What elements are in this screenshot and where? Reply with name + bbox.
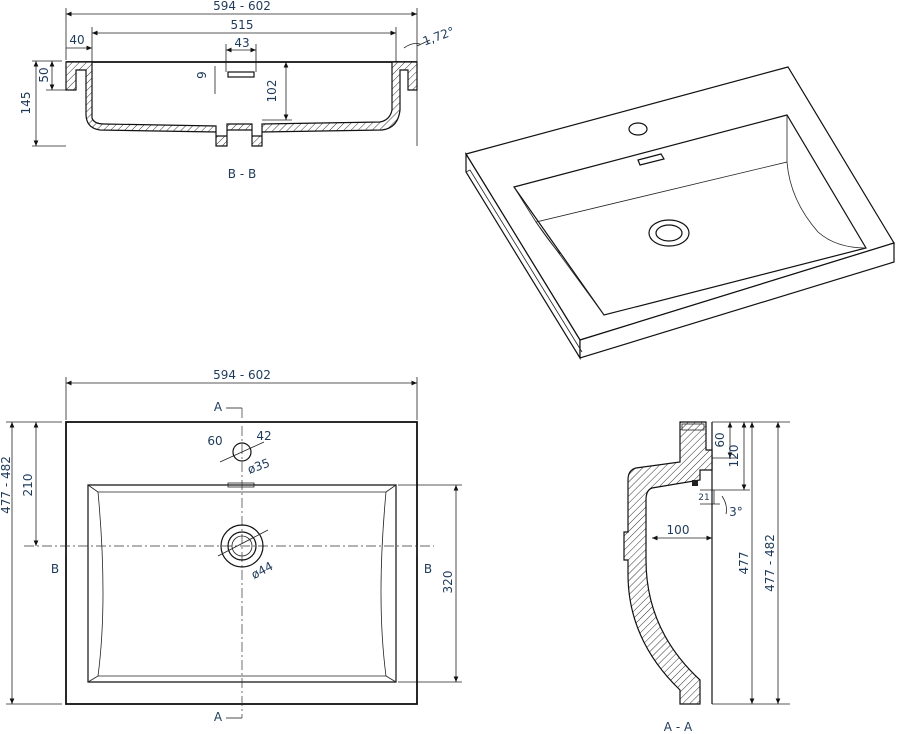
aa-angle: 3° <box>729 505 743 519</box>
aa-total: 477 - 482 <box>763 534 777 592</box>
cut-b-left: B <box>51 562 59 576</box>
bb-inner-width: 515 <box>231 18 254 32</box>
cut-a-bottom: A <box>214 710 223 724</box>
aa-section-title: A - A <box>664 720 693 734</box>
cut-a-top: A <box>214 400 223 414</box>
bb-rim-width: 40 <box>69 33 84 47</box>
top-total-depth: 477 - 482 <box>0 456 13 514</box>
top-to-bowl: 210 <box>21 474 35 497</box>
bb-slope: 1,72° <box>421 24 457 48</box>
bb-section-title: B - B <box>228 167 256 181</box>
aa-dim-120: 120 <box>727 445 741 468</box>
top-drain-diameter: ø44 <box>249 559 276 582</box>
aa-inner-477: 477 <box>737 552 751 575</box>
bb-height: 145 <box>19 92 33 115</box>
top-tap-diameter: ø35 <box>246 456 272 477</box>
bb-bowl-depth: 102 <box>265 80 279 103</box>
cut-b-right: B <box>424 562 432 576</box>
aa-drain-100: 100 <box>667 523 690 537</box>
section-bb-view: 594 - 602 515 40 43 9 102 145 50 1,72° B… <box>19 0 456 181</box>
top-view: 594 - 602 477 - 482 210 320 60 42 ø35 ø4… <box>0 368 462 724</box>
top-total-width: 594 - 602 <box>213 368 271 382</box>
aa-dim-21: 21 <box>698 493 709 503</box>
bb-overflow: 9 <box>195 71 209 79</box>
bb-total-width: 594 - 602 <box>213 0 271 13</box>
bb-tap-hole: 43 <box>234 36 249 50</box>
bb-rim-height: 50 <box>37 67 51 82</box>
section-aa-view: 60 120 21 3° 100 477 477 - 482 A - A <box>623 421 790 734</box>
top-bowl-length: 320 <box>441 571 455 594</box>
aa-rim-60: 60 <box>713 432 727 447</box>
top-tap-offset: 60 <box>207 434 222 448</box>
top-tap-offset-2: 42 <box>256 429 271 443</box>
isometric-view <box>465 66 895 361</box>
